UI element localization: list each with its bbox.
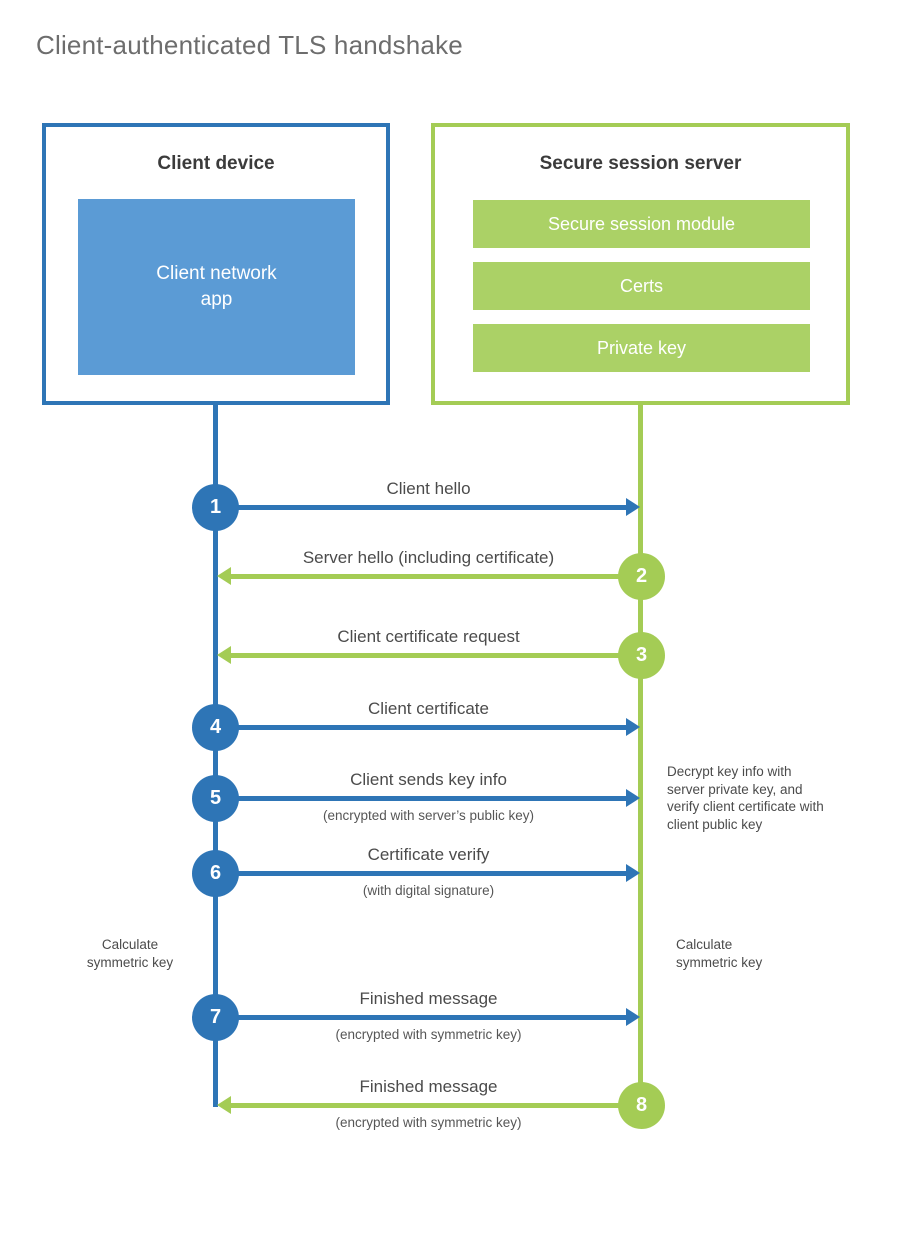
step-3-badge: 3 [618,631,665,679]
step-8-sublabel: (encrypted with symmetric key) [335,1115,522,1130]
step-2-badge: 2 [618,552,665,600]
server-module-private-key: Private key [473,324,810,372]
arrowhead-right-icon [626,789,640,807]
arrow-right-icon [216,795,627,801]
step-1-label: Client hello [386,479,471,498]
client-network-app-label: Client network app [156,263,277,310]
step-5-label: Client sends key info [350,770,507,789]
server-calculate-symmetric-key-note: Calculate symmetric key [676,937,763,970]
step-4-label: Client certificate [368,699,489,718]
step-8-label: Finished message [359,1077,498,1096]
step-5-sublabel: (encrypted with server’s public key) [322,808,535,823]
arrow-right-icon [216,870,627,876]
page-title: Client-authenticated TLS handshake [36,30,463,60]
server-lifeline [638,405,643,1105]
arrow-right-icon [216,1014,627,1020]
arrowhead-left-icon [217,567,231,585]
server-module-certs: Certs [473,262,810,310]
arrow-left-icon [231,652,641,658]
client-device-box: Client device Client network app [42,123,390,405]
step-5-badge: 5 [192,774,239,822]
arrow-left-icon [231,1102,641,1108]
arrowhead-left-icon [217,1096,231,1114]
client-calculate-symmetric-key-note: Calculate symmetric key [86,937,174,970]
step-4-badge: 4 [192,703,239,751]
arrow-right-icon [216,724,627,730]
arrow-left-icon [231,573,641,579]
server-decrypt-key-note: Decrypt key info with server private key… [667,764,824,832]
arrowhead-right-icon [626,718,640,736]
step-6-badge: 6 [192,849,239,897]
step-1-badge: 1 [192,483,239,531]
step-7-badge: 7 [192,993,239,1041]
step-7-label: Finished message [359,989,498,1008]
secure-session-server-box: Secure session server Secure session mod… [431,123,850,405]
arrow-right-icon [216,504,627,510]
step-3-label: Client certificate request [337,627,520,646]
arrowhead-right-icon [626,498,640,516]
arrowhead-left-icon [217,646,231,664]
step-2-label: Server hello (including certificate) [302,548,555,567]
server-module-secure-session: Secure session module [473,200,810,248]
step-8-badge: 8 [618,1081,665,1129]
secure-session-server-title: Secure session server [539,153,742,174]
client-device-title: Client device [157,153,275,174]
client-lifeline [213,405,218,1107]
step-6-label: Certificate verify [367,845,490,864]
arrowhead-right-icon [626,1008,640,1026]
client-network-app-box: Client network app [78,199,355,375]
step-7-sublabel: (encrypted with symmetric key) [335,1027,522,1042]
step-6-sublabel: (with digital signature) [362,883,495,898]
arrowhead-right-icon [626,864,640,882]
